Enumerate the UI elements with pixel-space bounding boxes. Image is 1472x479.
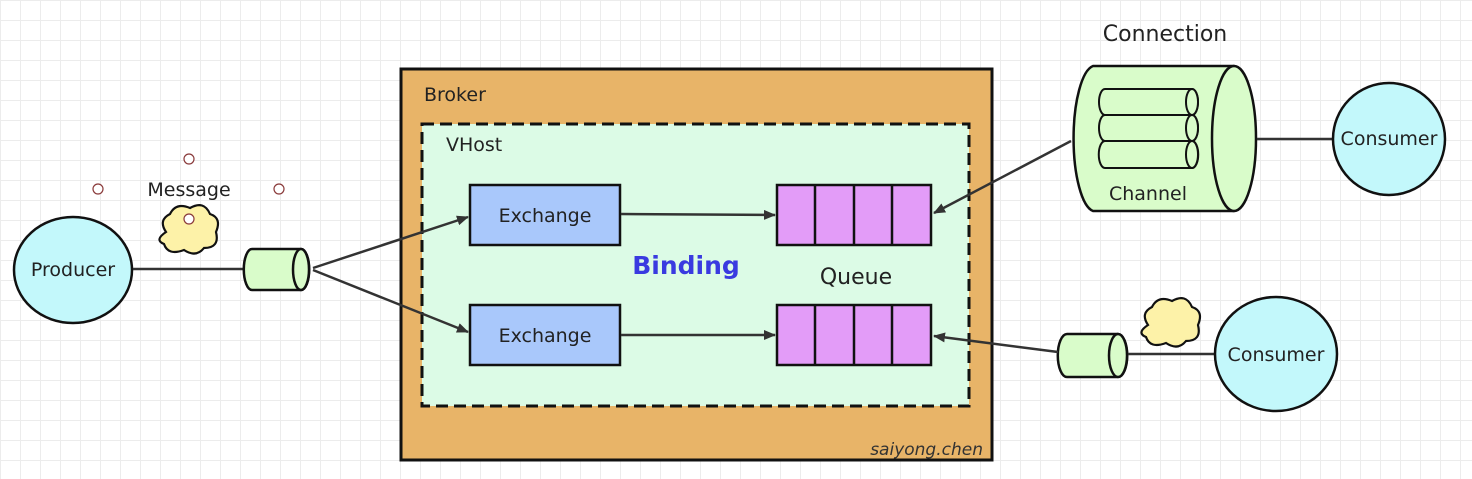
selection-handle xyxy=(183,213,195,225)
message-cloud-consumer xyxy=(1140,296,1202,348)
connection-label: Connection xyxy=(1103,22,1227,47)
deliver-arrow-top xyxy=(933,139,1072,215)
exchange-top xyxy=(468,183,622,247)
route-arrow-top xyxy=(312,215,469,270)
producer-node xyxy=(12,215,134,325)
deliver-arrow-bottom xyxy=(933,332,1059,354)
consumer-node-bottom xyxy=(1213,295,1339,413)
producer-label: Producer xyxy=(31,259,115,281)
selection-handle xyxy=(92,183,104,195)
queue-top xyxy=(775,183,933,247)
binding-label: Binding xyxy=(632,251,740,280)
selection-handle xyxy=(273,183,285,195)
vhost-label: VHost xyxy=(446,134,502,156)
queue-bottom xyxy=(775,303,933,367)
message-cloud-producer xyxy=(158,203,220,255)
message-label: Message xyxy=(147,179,230,201)
watermark: saiyong.chen xyxy=(870,440,983,460)
exchange-bottom xyxy=(468,303,622,367)
selection-handle xyxy=(183,153,195,165)
channel-label: Channel xyxy=(1109,183,1187,205)
binding-arrow-top xyxy=(620,209,776,220)
consumer-node-top xyxy=(1331,81,1447,197)
broker-label: Broker xyxy=(424,84,486,106)
consumer-bottom-label: Consumer xyxy=(1228,344,1325,366)
exchange-top-label: Exchange xyxy=(499,205,592,227)
consumer-top-label: Consumer xyxy=(1341,128,1438,150)
message-cylinder-producer xyxy=(242,247,311,292)
route-arrow-bottom xyxy=(312,268,469,334)
queue-label: Queue xyxy=(820,265,892,290)
channel-tubes xyxy=(1097,88,1200,169)
message-cylinder-consumer xyxy=(1056,332,1129,379)
exchange-bottom-label: Exchange xyxy=(499,325,592,347)
